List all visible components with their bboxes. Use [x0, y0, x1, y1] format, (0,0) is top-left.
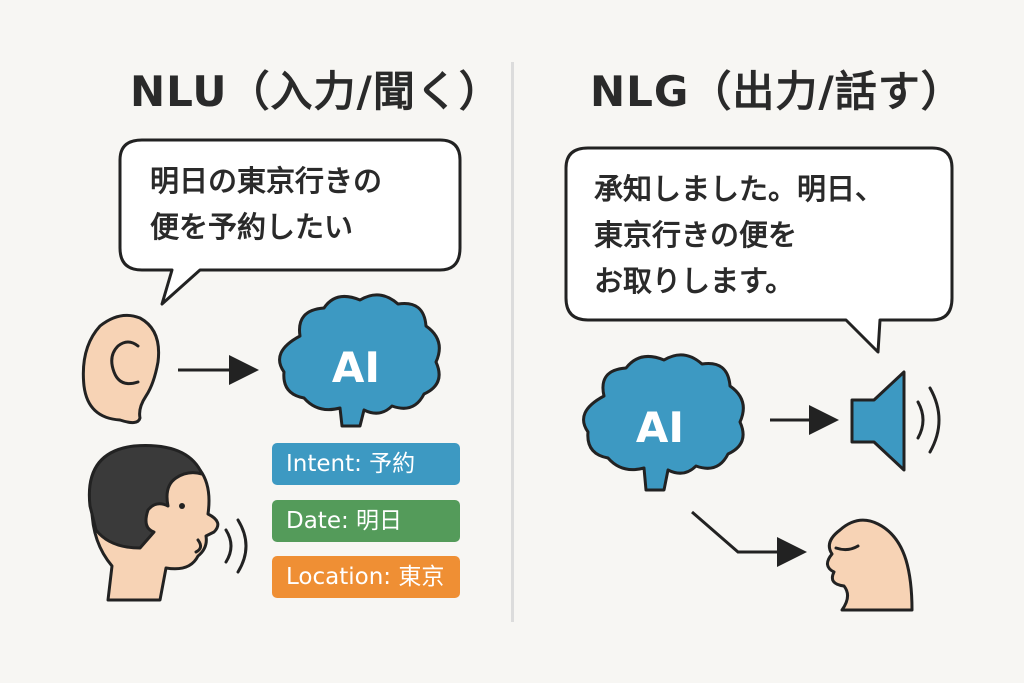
date-slot-tag: Date: 明日 [272, 500, 460, 542]
nlg-speech-bubble [564, 146, 954, 354]
panel-divider [511, 62, 514, 622]
person-speaking-icon [87, 444, 220, 602]
nlu-speech-bubble [118, 138, 462, 306]
nlg-response-line: お取りします。 [594, 264, 795, 298]
sound-waves-icon [224, 518, 248, 574]
nlu-brain-icon [278, 293, 441, 428]
nlg-response-line: 承知しました。明日、 [594, 172, 885, 206]
arrow-ai-to-mouth-icon [691, 510, 807, 567]
intent-slot-tag: Intent: 予約 [272, 443, 460, 485]
speaker-icon [850, 370, 941, 472]
ear-icon [81, 313, 161, 425]
nlu-utterance-line: 便を予約したい [150, 210, 354, 244]
nlg-response: 承知しました。明日、 東京行きの便を お取りします。 [594, 166, 884, 304]
nlu-utterance-line: 明日の東京行きの [150, 164, 383, 198]
nlu-ai-label: AI [332, 343, 380, 392]
location-slot-tag: Location: 東京 [272, 556, 460, 598]
nlu-utterance: 明日の東京行きの 便を予約したい [150, 158, 382, 250]
nlg-ai-label: AI [636, 403, 684, 452]
nlg-brain-icon [582, 353, 745, 492]
nlg-response-line: 東京行きの便を [594, 218, 798, 252]
mouth-icon [826, 518, 914, 612]
nlg-title: NLG（出力/話す） [590, 67, 964, 116]
nlu-title: NLU（入力/聞く） [130, 67, 502, 116]
